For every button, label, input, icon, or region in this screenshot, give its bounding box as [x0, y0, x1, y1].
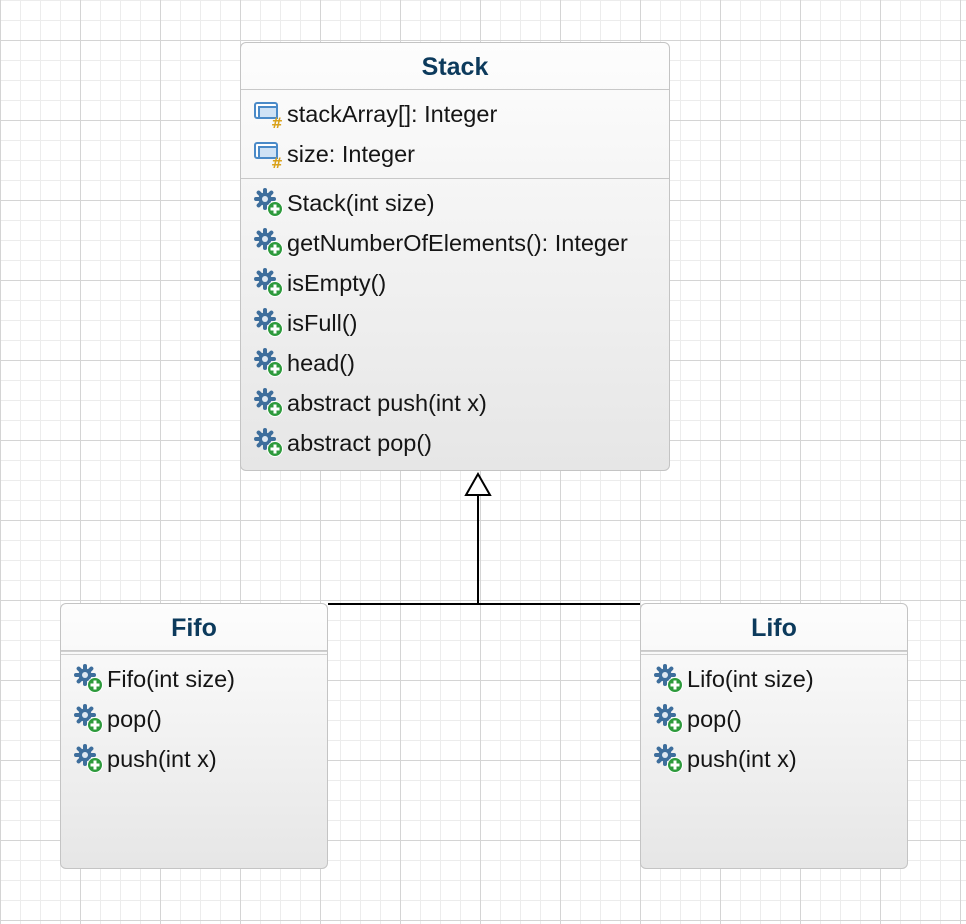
- public-method-gear-icon: [73, 663, 105, 695]
- attribute-label: size: Integer: [287, 140, 416, 167]
- public-method-gear-icon: [253, 347, 285, 379]
- method-row[interactable]: abstract pop(): [253, 423, 669, 463]
- public-method-gear-icon: [253, 227, 285, 259]
- public-method-gear-icon: [253, 187, 285, 219]
- class-lifo[interactable]: Lifo Lifo(int size) pop() push(int x): [640, 603, 908, 869]
- method-label: getNumberOfElements(): Integer: [287, 229, 628, 256]
- compartment-divider: [241, 178, 669, 179]
- public-method-gear-icon: [73, 743, 105, 775]
- public-method-gear-icon: [253, 307, 285, 339]
- method-row[interactable]: Fifo(int size): [73, 659, 327, 699]
- method-row[interactable]: isEmpty(): [253, 263, 669, 303]
- empty-attributes-divider: [61, 651, 327, 655]
- method-label: isEmpty(): [287, 269, 387, 296]
- public-method-gear-icon: [653, 743, 685, 775]
- method-row[interactable]: abstract push(int x): [253, 383, 669, 423]
- class-name: Fifo: [61, 604, 327, 651]
- method-label: head(): [287, 349, 355, 376]
- method-label: abstract pop(): [287, 429, 432, 456]
- generalization-arrowhead: [464, 471, 492, 496]
- method-row[interactable]: Lifo(int size): [653, 659, 907, 699]
- public-method-gear-icon: [253, 387, 285, 419]
- methods-section: Fifo(int size) pop() push(int x): [61, 655, 327, 783]
- method-row[interactable]: head(): [253, 343, 669, 383]
- class-name: Stack: [241, 43, 669, 90]
- class-name: Lifo: [641, 604, 907, 651]
- protected-field-icon: #: [253, 98, 285, 130]
- public-method-gear-icon: [653, 703, 685, 735]
- method-label: Fifo(int size): [107, 665, 235, 692]
- method-label: pop(): [687, 705, 742, 732]
- method-label: push(int x): [687, 745, 797, 772]
- method-label: push(int x): [107, 745, 217, 772]
- method-row[interactable]: getNumberOfElements(): Integer: [253, 223, 669, 263]
- empty-attributes-divider: [641, 651, 907, 655]
- method-row[interactable]: pop(): [73, 699, 327, 739]
- protected-field-icon: #: [253, 138, 285, 170]
- attributes-section: # stackArray[]: Integer # size: Integer: [241, 90, 669, 178]
- svg-text:#: #: [271, 156, 283, 170]
- methods-section: Stack(int size) getNumberOfElements(): I…: [241, 179, 669, 467]
- public-method-gear-icon: [253, 267, 285, 299]
- public-method-gear-icon: [653, 663, 685, 695]
- method-row[interactable]: push(int x): [653, 739, 907, 779]
- method-row[interactable]: push(int x): [73, 739, 327, 779]
- method-label: pop(): [107, 705, 162, 732]
- attribute-row[interactable]: # stackArray[]: Integer: [253, 94, 669, 134]
- svg-text:#: #: [271, 116, 283, 130]
- method-label: Lifo(int size): [687, 665, 814, 692]
- attribute-label: stackArray[]: Integer: [287, 100, 498, 127]
- method-label: Stack(int size): [287, 189, 435, 216]
- public-method-gear-icon: [73, 703, 105, 735]
- methods-section: Lifo(int size) pop() push(int x): [641, 655, 907, 783]
- method-row[interactable]: isFull(): [253, 303, 669, 343]
- method-label: isFull(): [287, 309, 358, 336]
- class-fifo[interactable]: Fifo Fifo(int size) pop() push(int x): [60, 603, 328, 869]
- method-label: abstract push(int x): [287, 389, 487, 416]
- class-stack[interactable]: Stack # stackArray[]: Integer # size: In…: [240, 42, 670, 471]
- method-row[interactable]: Stack(int size): [253, 183, 669, 223]
- attribute-row[interactable]: # size: Integer: [253, 134, 669, 174]
- method-row[interactable]: pop(): [653, 699, 907, 739]
- public-method-gear-icon: [253, 427, 285, 459]
